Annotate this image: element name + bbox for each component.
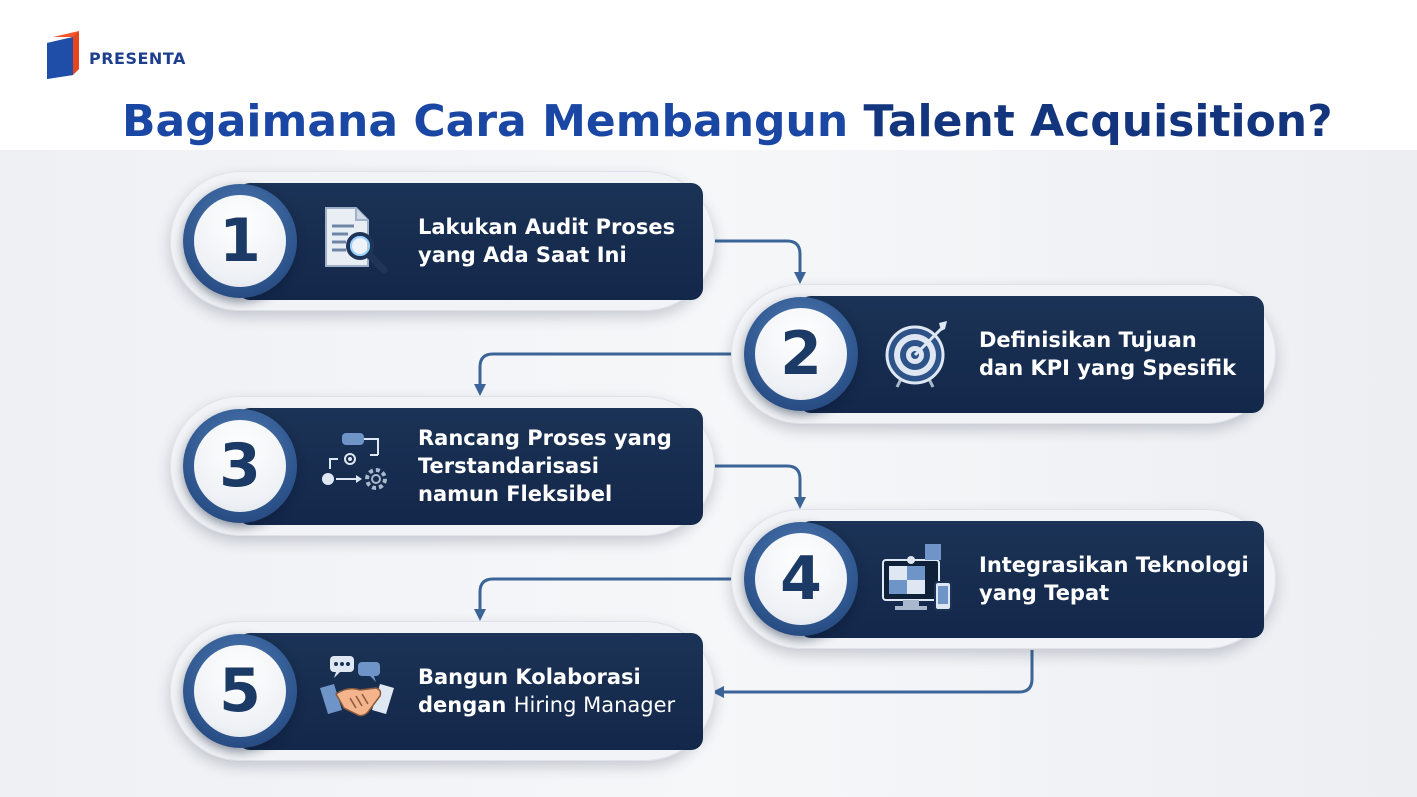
step-number: 2 bbox=[780, 319, 822, 389]
step-label: Integrasikan Teknologi yang Tepat bbox=[979, 553, 1249, 605]
step-number-badge: 2 bbox=[744, 297, 858, 411]
step-4: 4 Integrasikan Teknologi yang Tepat bbox=[731, 509, 1276, 649]
page-title: Bagaimana Cara Membangun Talent Acquisit… bbox=[122, 94, 1333, 150]
step-label: Definisikan Tujuan dan KPI yang Spesifik bbox=[979, 328, 1237, 380]
step-card bbox=[238, 408, 703, 525]
step-card bbox=[799, 296, 1264, 413]
title-emphasis: Talent Acquisition? bbox=[863, 96, 1333, 147]
step-label-bold: Bangun Kolaborasi dengan bbox=[418, 665, 641, 717]
target-icon bbox=[885, 321, 947, 388]
title-prefix: Bagaimana Cara Membangun bbox=[122, 96, 864, 147]
step-3: 3 Rancang Proses yang Terstandarisasi na… bbox=[170, 396, 715, 536]
process-flow-icon bbox=[322, 433, 387, 490]
step-number-badge: 3 bbox=[183, 409, 297, 523]
step-1: 1 Lakukan Audit Proses yang Ada Saat Ini bbox=[170, 171, 715, 311]
step-number: 5 bbox=[219, 656, 261, 726]
step-label-plain: Hiring Manager bbox=[513, 693, 676, 717]
step-label: Bangun Kolaborasi dengan Hiring Manager bbox=[418, 621, 708, 761]
document-search-icon bbox=[325, 207, 388, 274]
header-band bbox=[0, 0, 1417, 150]
step-number-badge: 4 bbox=[744, 522, 858, 636]
step-label: Lakukan Audit Proses yang Ada Saat Ini bbox=[418, 215, 676, 267]
logo-mark-icon bbox=[47, 31, 79, 79]
step-label: Rancang Proses yang Terstandarisasi namu… bbox=[418, 426, 672, 506]
brand-name: PRESENTA bbox=[89, 49, 186, 68]
puzzle-devices-icon bbox=[882, 544, 952, 611]
step-number: 4 bbox=[780, 544, 822, 614]
step-number: 1 bbox=[219, 206, 261, 276]
step-card bbox=[238, 633, 703, 750]
step-number-badge: 5 bbox=[183, 634, 297, 748]
step-card bbox=[238, 183, 703, 300]
step-2: 2 Definisikan Tujuan dan KPI yang Spesif… bbox=[731, 284, 1276, 424]
step-5: 5 Bangun Kolaborasi dengan Hiring Manage… bbox=[170, 621, 715, 761]
step-card bbox=[799, 521, 1264, 638]
handshake-icon bbox=[320, 656, 394, 717]
step-number: 3 bbox=[219, 431, 261, 501]
step-number-badge: 1 bbox=[183, 184, 297, 298]
brand-logo: PRESENTA bbox=[43, 31, 203, 83]
